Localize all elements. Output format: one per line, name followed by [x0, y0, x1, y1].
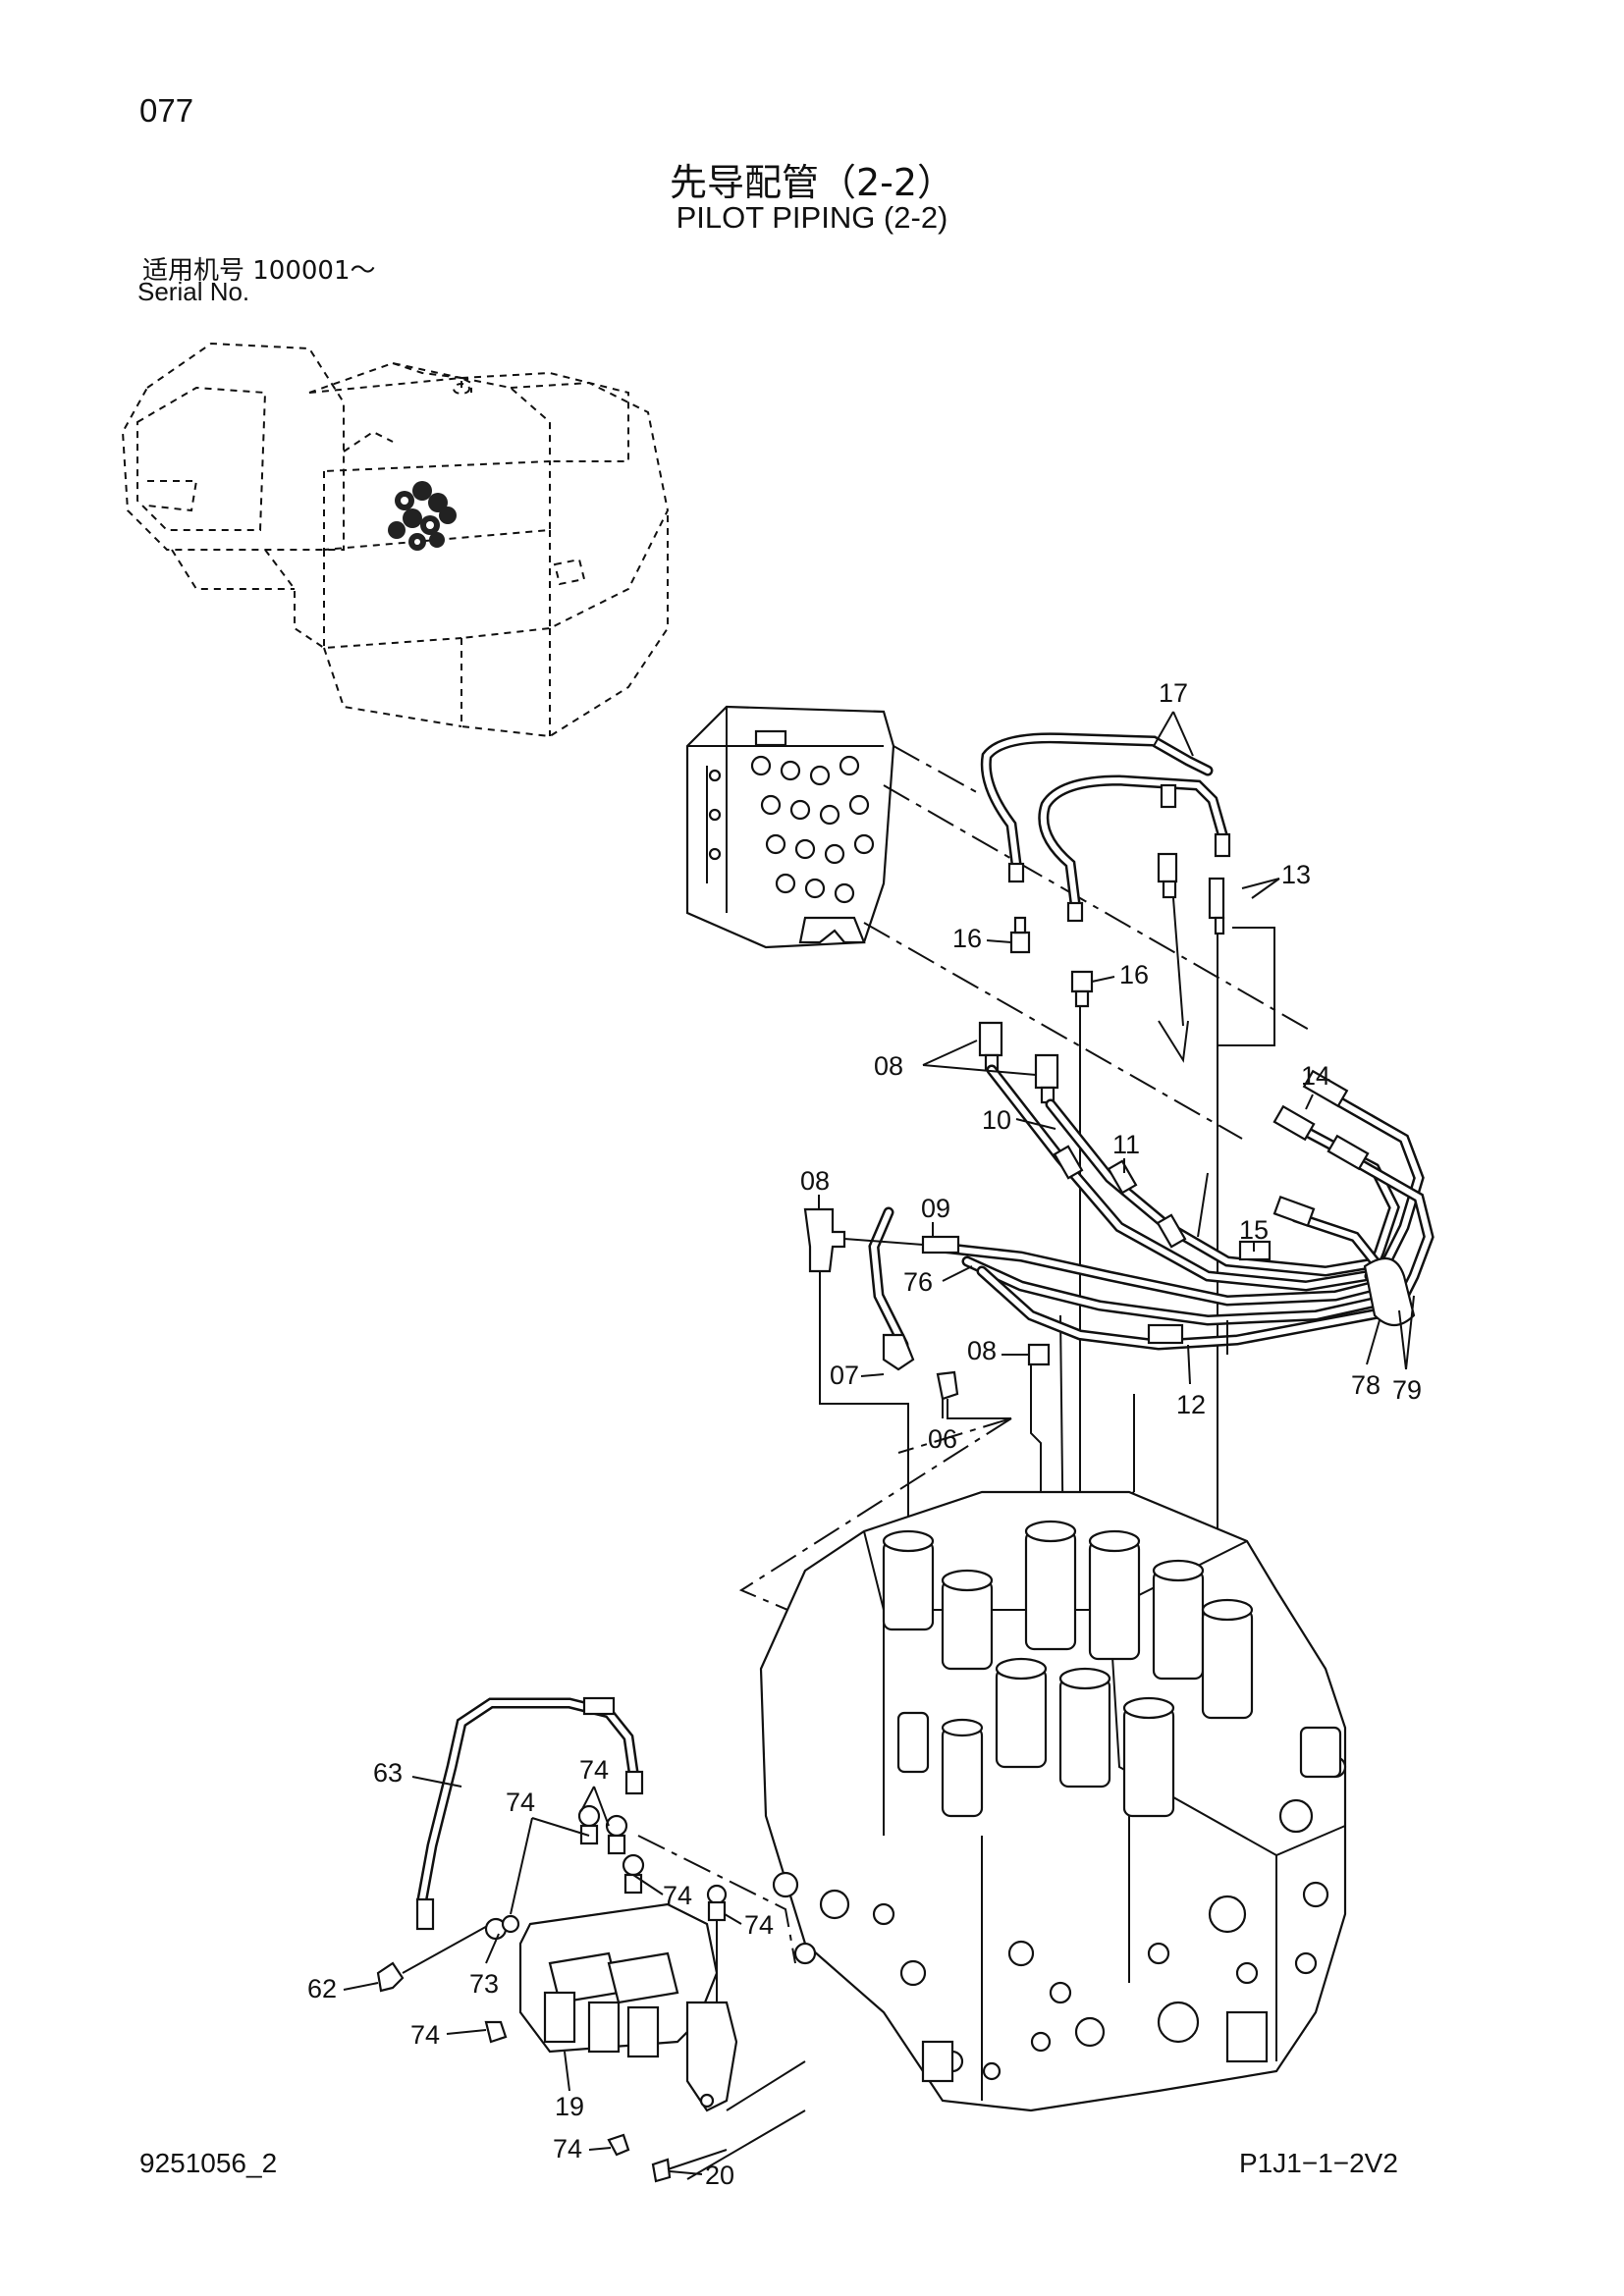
callout-16-right: 16 [1119, 960, 1149, 989]
callout-06: 06 [928, 1424, 957, 1454]
callout-63: 63 [373, 1758, 403, 1788]
callout-74-mid: 74 [663, 1881, 692, 1910]
pressure-sensors-08 [978, 1021, 1059, 1104]
callout-76: 76 [903, 1267, 933, 1297]
highlighted-valve-cluster [388, 481, 457, 551]
page-number: 077 [139, 92, 194, 129]
callout-09: 09 [921, 1194, 950, 1223]
callout-08-small: 08 [967, 1336, 997, 1365]
main-control-valve [759, 1490, 1347, 2112]
callout-15: 15 [1239, 1215, 1269, 1245]
figure-code: P1J1−1−2V2 [1239, 2148, 1398, 2178]
callout-62: 62 [307, 1974, 337, 2003]
serial-label-chinese: 适用机号 100001～ [142, 256, 376, 286]
leader-lines [343, 711, 1415, 2175]
solenoid-valve-manifold [376, 1696, 806, 2183]
callout-74-bottom: 74 [553, 2134, 582, 2163]
document-code: 9251056_2 [139, 2148, 278, 2178]
callout-08-left: 08 [800, 1166, 830, 1196]
callout-79: 79 [1392, 1375, 1422, 1405]
pilot-valve-block [685, 705, 895, 949]
callout-14: 14 [1301, 1061, 1330, 1091]
callout-07: 07 [830, 1361, 859, 1390]
callout-11: 11 [1112, 1130, 1140, 1159]
upper-pilot-hoses [980, 732, 1231, 935]
callout-73: 73 [469, 1969, 499, 1999]
callout-74-right: 74 [744, 1910, 774, 1940]
callout-78: 78 [1351, 1370, 1380, 1400]
callout-17: 17 [1159, 678, 1188, 708]
callout-16-left: 16 [952, 924, 982, 953]
pilot-hose-bundle [868, 1064, 1435, 1351]
callout-20: 20 [705, 2161, 734, 2190]
page-title-chinese: 先导配管（2-2） [669, 161, 955, 204]
page-title-english: PILOT PIPING (2-2) [676, 200, 948, 235]
callout-13: 13 [1281, 860, 1311, 889]
callout-74-top: 74 [579, 1755, 609, 1785]
excavator-location-illustration [121, 342, 670, 738]
fitting-16 [1009, 916, 1094, 1008]
callout-19: 19 [555, 2092, 584, 2121]
callout-74-left: 74 [506, 1788, 535, 1817]
callout-12: 12 [1176, 1390, 1206, 1419]
callout-labels: 17 13 16 16 08 14 08 09 10 11 15 76 08 0… [307, 678, 1422, 2190]
callout-08-upper: 08 [874, 1051, 903, 1081]
serial-label-english: Serial No. [137, 277, 250, 306]
elbow-fittings [803, 1207, 1051, 1401]
callout-74-low: 74 [410, 2020, 440, 2050]
callout-10: 10 [982, 1105, 1011, 1135]
